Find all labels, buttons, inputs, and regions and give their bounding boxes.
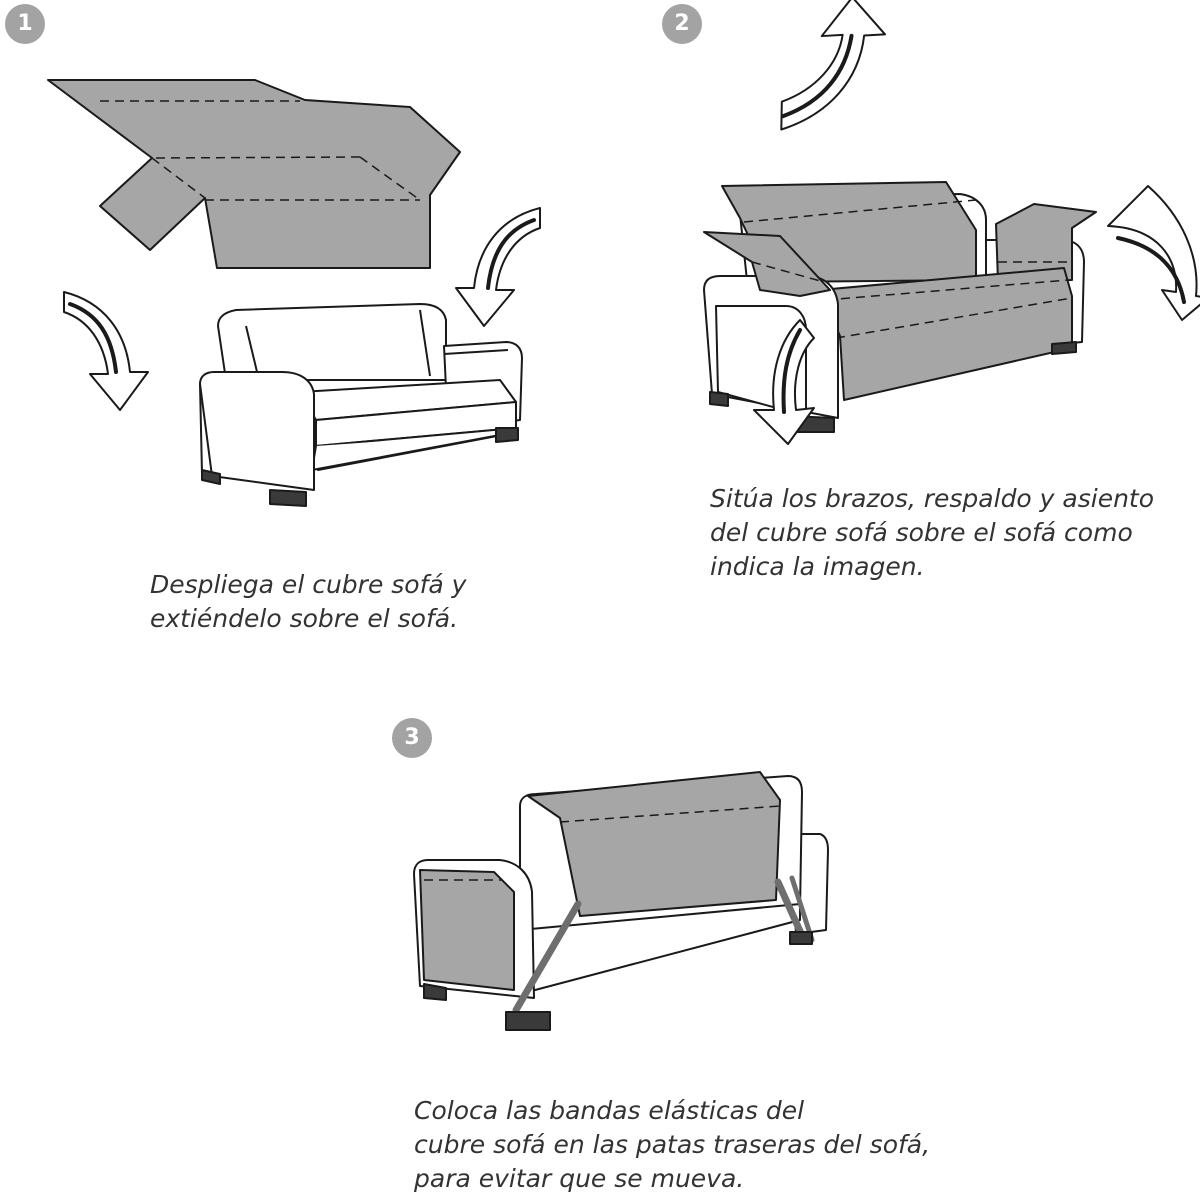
step-1-caption-line: extiéndelo sobre el sofá.	[150, 604, 459, 633]
step-1-caption: Despliega el cubre sofá y extiéndelo sob…	[150, 568, 466, 636]
unfolded-cover	[47, 79, 461, 269]
step-1-illustration	[47, 79, 542, 507]
curved-arrow-icon	[62, 290, 150, 412]
step-3-caption-line: para evitar que se mueva.	[414, 1164, 745, 1193]
curved-arrow-icon	[753, 319, 815, 445]
elastic-band	[789, 875, 815, 943]
step-3-illustration	[413, 771, 829, 1031]
step-1-caption-line: Despliega el cubre sofá y	[150, 570, 467, 599]
step-2-caption-line: Sitúa los brazos, respaldo y asiento	[710, 484, 1155, 513]
step-1-number-badge: 1	[5, 4, 45, 44]
sofa-plain	[199, 303, 523, 507]
elastic-band	[512, 900, 582, 1014]
curved-arrow-icon	[780, 0, 887, 131]
step-3-caption: Coloca las bandas elásticas del cubre so…	[414, 1094, 930, 1196]
step-2-caption-line: indica la imagen.	[710, 552, 925, 581]
curved-arrow-icon	[1107, 185, 1200, 321]
step-2-illustration	[703, 0, 1200, 445]
step-3-caption-line: Coloca las bandas elásticas del	[414, 1096, 805, 1125]
step-2-caption-line: del cubre sofá sobre el sofá como	[710, 518, 1133, 547]
step-2-caption: Sitúa los brazos, respaldo y asiento del…	[710, 482, 1154, 584]
step-3-number-badge: 3	[392, 718, 432, 758]
curved-arrow-icon	[454, 206, 542, 328]
elastic-band	[774, 878, 808, 944]
step-2-number-badge: 2	[662, 4, 702, 44]
sofa-with-cover	[703, 181, 1097, 433]
step-3-caption-line: cubre sofá en las patas traseras del sof…	[414, 1130, 931, 1159]
